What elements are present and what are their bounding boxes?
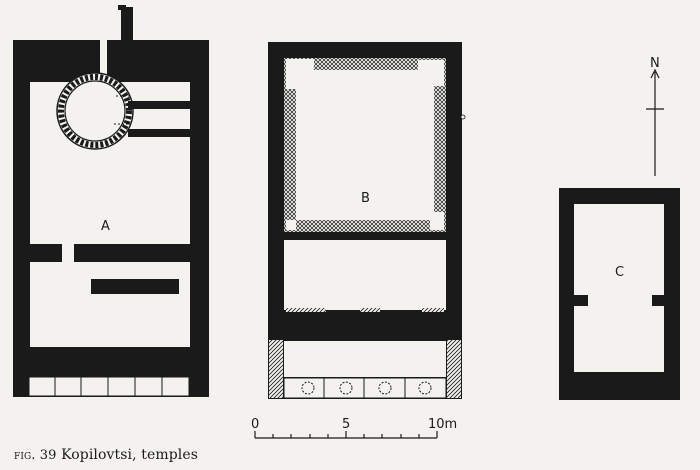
plan-b-threshold-2: [360, 308, 380, 312]
north-arrow: N: [646, 56, 664, 176]
plan-a-flue: [121, 7, 133, 41]
plan-b-cells: [283, 377, 447, 399]
plan-a-oven-bar-2: [128, 129, 190, 137]
plan-a-door-gap: [62, 244, 74, 262]
plan-c-label: C: [615, 265, 624, 280]
plan-b-upper-room: [296, 70, 434, 220]
figure-title: Kopilovtsi, temples: [61, 447, 199, 463]
figure-caption: fig. 39 Kopilovtsi, temples: [14, 447, 198, 463]
plan-b-corner-tl: [286, 59, 296, 89]
plan-a: A: [13, 5, 209, 397]
plan-b: B: [268, 42, 466, 399]
figure-number: fig. 39: [14, 448, 57, 463]
plan-a-flue-cap: [118, 5, 126, 10]
plan-b-label: B: [361, 191, 370, 206]
plan-a-oven-stones: [58, 74, 132, 148]
plan-a-cells: [28, 376, 190, 397]
plan-b-threshold-1: [286, 308, 326, 312]
plan-c: C: [559, 188, 680, 400]
plan-b-threshold-3: [422, 308, 444, 312]
scale-label-0: 0: [251, 417, 259, 432]
plan-c-door-right: [652, 295, 664, 306]
plan-b-corner-bl: [286, 220, 296, 230]
plan-a-label: A: [101, 219, 110, 234]
plan-a-oven-bar-1: [128, 101, 190, 109]
plan-b-hatch-left: [269, 340, 283, 398]
plan-c-room: [574, 204, 664, 372]
plan-b-corner-br: [430, 212, 444, 230]
north-arrow-head: [650, 68, 660, 79]
plan-b-wall-dot: [460, 114, 466, 120]
plan-c-door-left: [574, 295, 588, 306]
plan-a-bench: [91, 279, 179, 294]
plan-a-oven-inner: [64, 80, 126, 142]
scale-bar: 0 5 10m: [251, 417, 457, 439]
plan-b-corner-tr2: [434, 60, 444, 86]
scale-label-10m: 10m: [428, 417, 457, 432]
plan-b-corner-tl2: [286, 59, 314, 70]
plan-b-lower-room: [284, 341, 446, 377]
plan-b-post-holes: [301, 381, 432, 395]
plan-a-lower-room: [30, 262, 190, 347]
scale-bar-ticks: [254, 431, 438, 438]
plan-b-hatch-right: [447, 340, 461, 398]
plan-b-corner-tr: [418, 60, 444, 70]
plan-a-flue-opening: [100, 40, 107, 84]
north-arrow-label: N: [650, 56, 660, 71]
scale-label-5: 5: [342, 417, 350, 432]
plan-b-middle-room: [284, 240, 446, 310]
